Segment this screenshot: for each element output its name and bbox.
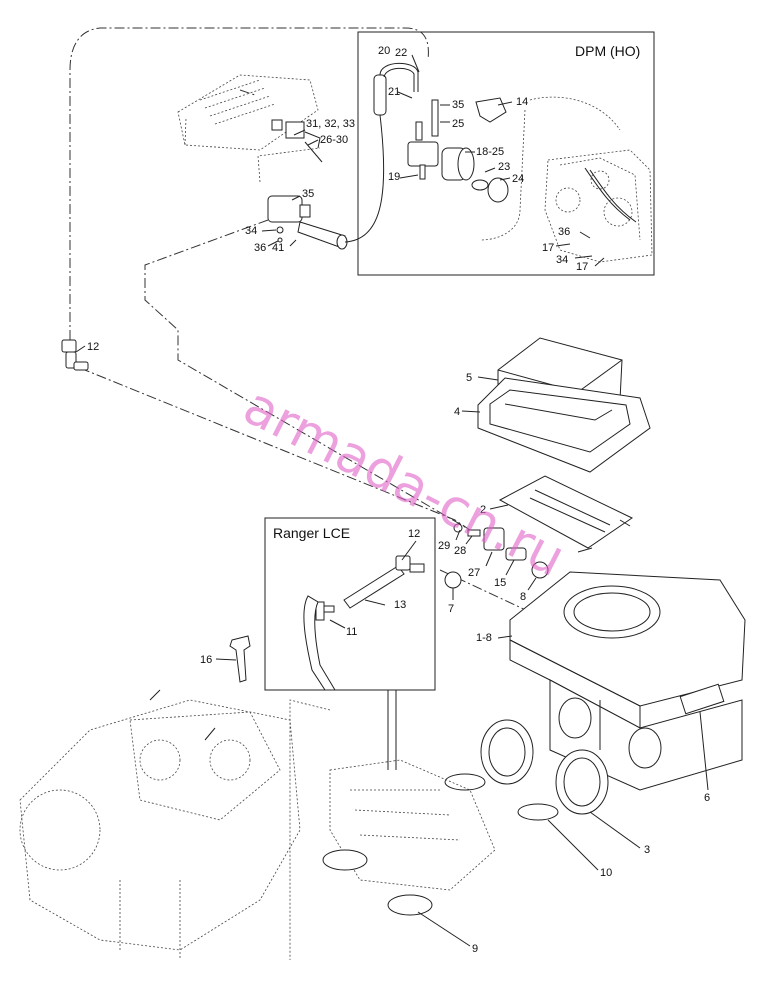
label-16: 16	[200, 654, 212, 666]
leader-lines	[75, 54, 709, 947]
label-14: 14	[516, 96, 528, 108]
label-36-dpm: 36	[558, 226, 570, 238]
solenoid-assembly	[257, 114, 385, 250]
label-20: 20	[378, 45, 390, 57]
label-1-8: 1-8	[476, 632, 492, 644]
label-35-solenoid: 35	[302, 188, 314, 200]
mounting-plate	[498, 475, 633, 553]
part-labels: 20 22 21 35 14 25 31, 32, 33 26-30 18-25…	[87, 45, 710, 955]
engine	[19, 689, 331, 960]
rubber-adaptors	[444, 719, 609, 821]
vent-line-top	[69, 27, 429, 340]
label-36-solenoid: 36	[254, 242, 266, 254]
label-22: 22	[395, 47, 407, 59]
label-11: 11	[346, 626, 357, 638]
carburetor-assembly	[322, 690, 496, 916]
label-7: 7	[448, 603, 454, 615]
label-4: 4	[454, 406, 460, 418]
elbow-fitting-12	[61, 339, 89, 371]
dpm-inset: DPM (HO)	[357, 31, 655, 276]
label-12-ranger: 12	[408, 528, 420, 540]
vent-line-solenoid	[144, 219, 471, 531]
label-35-top: 35	[452, 99, 464, 111]
vent-line-ecu	[239, 89, 256, 96]
airbox	[509, 571, 746, 791]
dpm-inset-title: DPM (HO)	[575, 43, 640, 59]
label-3: 3	[644, 844, 650, 856]
label-8: 8	[520, 591, 526, 603]
label-27: 27	[468, 567, 480, 579]
ranger-inset-title: Ranger LCE	[273, 525, 350, 541]
label-25: 25	[452, 118, 464, 130]
label-26-30: 26-30	[320, 134, 348, 146]
label-19: 19	[388, 171, 400, 183]
label-29: 29	[438, 540, 450, 552]
label-15: 15	[494, 577, 506, 589]
ranger-inset: Ranger LCE	[264, 517, 436, 691]
label-23: 23	[498, 161, 510, 173]
label-12-left: 12	[87, 341, 99, 353]
label-5: 5	[466, 372, 472, 384]
label-34-dpm: 34	[556, 254, 568, 266]
label-2: 2	[480, 504, 486, 516]
fitting-row	[444, 523, 549, 589]
label-18-25: 18-25	[476, 146, 504, 158]
label-28: 28	[454, 545, 466, 557]
label-21: 21	[388, 86, 400, 98]
label-24: 24	[512, 173, 524, 185]
label-31-32-33: 31, 32, 33	[306, 118, 355, 130]
label-17-lower: 17	[576, 261, 588, 273]
silencer-seal	[477, 377, 651, 473]
label-34-solenoid: 34	[245, 225, 257, 237]
label-13: 13	[394, 599, 406, 611]
bracket-16	[229, 635, 251, 683]
label-41: 41	[272, 242, 284, 254]
vent-line-fittings	[439, 569, 531, 613]
ecu-module	[177, 74, 323, 163]
label-10: 10	[600, 867, 612, 879]
label-17-upper: 17	[542, 242, 554, 254]
label-6: 6	[704, 792, 710, 804]
label-9: 9	[472, 943, 478, 955]
